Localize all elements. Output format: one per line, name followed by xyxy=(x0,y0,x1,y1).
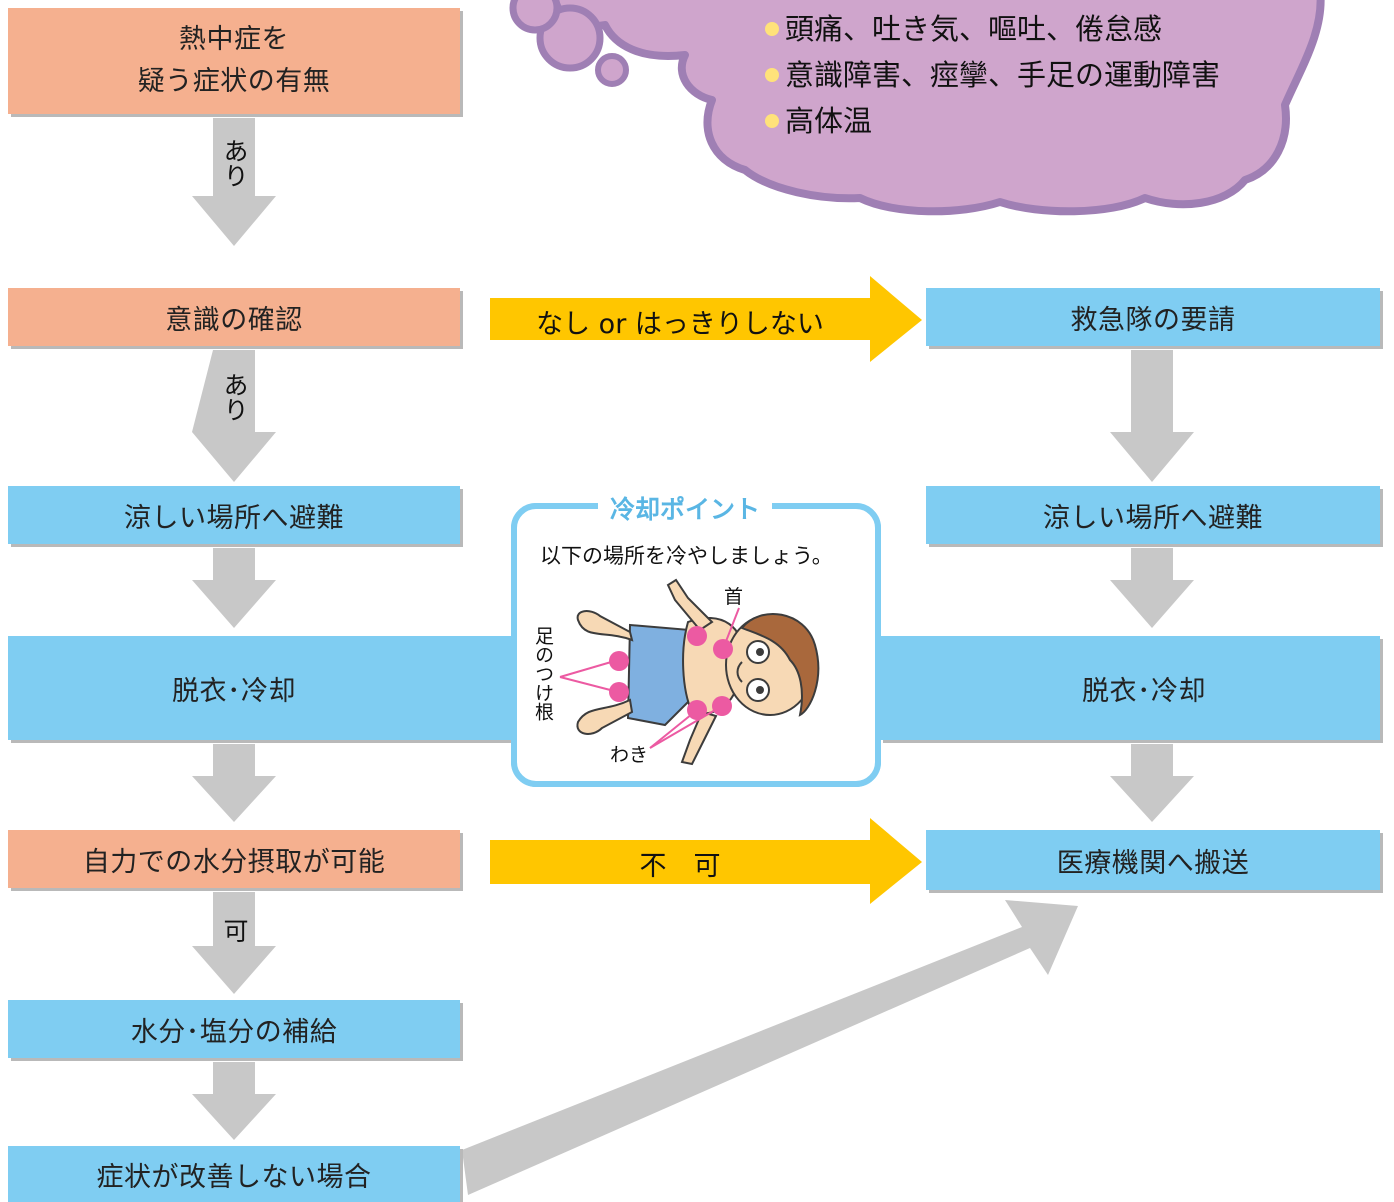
node-text: 涼しい場所へ避難 xyxy=(1043,502,1263,534)
label-yes-1: あり xyxy=(220,138,249,188)
symptom-text: 高体温 xyxy=(785,104,873,138)
node-text: 脱衣･冷却 xyxy=(1082,675,1206,707)
node-check-consciousness: 意識の確認 xyxy=(8,288,460,346)
symptom-item: 頭痛、吐き気、嘔吐、倦怠感 xyxy=(765,6,1220,52)
bullet-icon xyxy=(765,22,779,36)
symptom-item: 高体温 xyxy=(765,98,1220,144)
node-text: 水分･塩分の補給 xyxy=(130,1016,338,1048)
node-text: 救急隊の要請 xyxy=(1070,304,1236,336)
label-armpit: わき xyxy=(610,744,649,766)
node-undress-cool-right: 脱衣･冷却 xyxy=(880,636,1380,740)
symptom-list: 頭痛、吐き気、嘔吐、倦怠感 意識障害、痙攣、手足の運動障害 高体温 xyxy=(765,6,1220,144)
diagonal-arrow xyxy=(462,900,1078,1195)
down-arrow xyxy=(1110,350,1194,482)
down-arrow xyxy=(1110,744,1194,822)
node-text: 疑う症状の有無 xyxy=(137,66,331,97)
right-arrow xyxy=(490,276,922,362)
node-call-ambulance: 救急隊の要請 xyxy=(926,288,1380,346)
node-suspect-symptoms: 熱中症を 疑う症状の有無 xyxy=(8,8,460,114)
node-move-cool-place-left: 涼しい場所へ避難 xyxy=(8,486,460,544)
node-move-cool-place-right: 涼しい場所へ避難 xyxy=(926,486,1380,544)
node-text: 涼しい場所へ避難 xyxy=(124,502,344,534)
down-arrow xyxy=(192,892,276,994)
label-neck: 首 xyxy=(724,586,744,608)
symptom-text: 意識障害、痙攣、手足の運動障害 xyxy=(785,58,1221,92)
yellow-arrows xyxy=(490,276,922,904)
gray-arrows xyxy=(192,118,1194,1195)
down-arrow xyxy=(192,1062,276,1140)
symptom-item: 意識障害、痙攣、手足の運動障害 xyxy=(765,52,1220,98)
node-not-improved: 症状が改善しない場合 xyxy=(8,1146,460,1202)
node-text: 意識の確認 xyxy=(165,304,303,336)
bullet-icon xyxy=(765,68,779,82)
symptom-text: 頭痛、吐き気、嘔吐、倦怠感 xyxy=(785,12,1163,46)
label-not-ok: 不 可 xyxy=(639,851,721,882)
cooling-instruction: 以下の場所を冷やしましょう。 xyxy=(540,544,833,568)
symptom-cloud xyxy=(509,0,1325,216)
down-arrow xyxy=(192,548,276,628)
cooling-title: 冷却ポイント xyxy=(598,490,773,526)
bullet-icon xyxy=(765,114,779,128)
down-arrow xyxy=(192,744,276,822)
down-arrow xyxy=(192,350,276,482)
down-arrow xyxy=(192,118,276,246)
node-transport-hospital: 医療機関へ搬送 xyxy=(926,830,1380,890)
node-text: 自力での水分摂取が可能 xyxy=(82,846,386,878)
node-replenish: 水分･塩分の補給 xyxy=(8,1000,460,1058)
node-text: 脱衣･冷却 xyxy=(172,675,296,707)
label-none-unclear: なし or はっきりしない xyxy=(536,309,824,340)
node-text: 医療機関へ搬送 xyxy=(1056,847,1250,879)
label-groin: 足のつけ根 xyxy=(532,626,554,721)
label-yes-2: あり xyxy=(220,372,249,422)
label-ok: 可 xyxy=(220,918,249,943)
node-text: 症状が改善しない場合 xyxy=(96,1161,372,1193)
node-text: 熱中症を xyxy=(179,24,289,55)
down-arrow xyxy=(1110,548,1194,628)
node-can-drink: 自力での水分摂取が可能 xyxy=(8,830,460,888)
right-arrow xyxy=(490,818,922,904)
node-undress-cool-left: 脱衣･冷却 xyxy=(8,636,512,740)
